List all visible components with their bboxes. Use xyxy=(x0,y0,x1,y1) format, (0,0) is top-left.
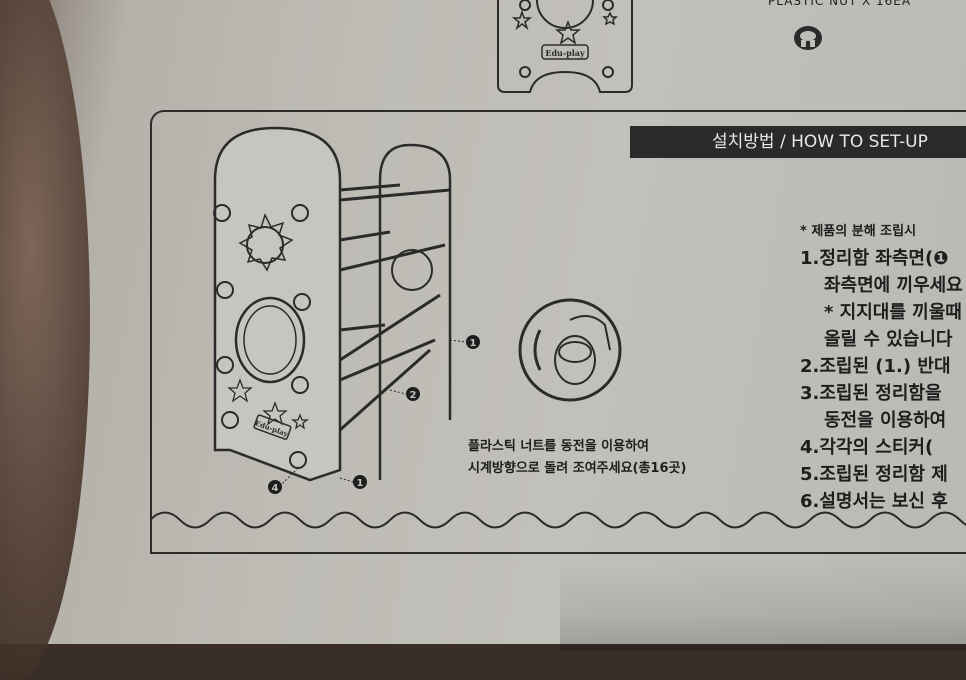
caption-line-1: 플라스틱 너트를 동전을 이용하여 xyxy=(468,439,650,454)
plastic-nut-icon xyxy=(790,20,826,60)
instruction-note: * 제품의 분해 조립시 xyxy=(800,224,917,239)
top-panel-illustration: Edu-play xyxy=(490,0,640,104)
instruction-sheet xyxy=(0,0,966,644)
setup-panel-border xyxy=(150,110,966,554)
top-brand-label: Edu-play xyxy=(545,48,585,58)
instruction-step-5: 5.조립된 정리함 제 xyxy=(800,464,948,485)
instruction-step-3-cont: 동전을 이용하여 xyxy=(824,410,947,431)
caption-line-2: 시계방향으로 돌려 조여주세요(총16곳) xyxy=(468,461,687,476)
paper-shadow xyxy=(560,560,966,650)
callout-1-top: 1 xyxy=(470,338,477,349)
section-title: 설치방법 / HOW TO SET-UP xyxy=(712,132,928,152)
nut-instruction-caption: 플라스틱 너트를 동전을 이용하여 시계방향으로 돌려 조여주세요(총16곳) xyxy=(468,436,686,480)
instruction-step-4: 4.각각의 스티커( xyxy=(800,437,934,458)
callout-4: 4 xyxy=(272,483,279,494)
instruction-step-1: 1.정리함 좌측면(❶ xyxy=(800,248,949,269)
wavy-cut-line xyxy=(150,511,966,529)
parts-list-text: PLASTIC NUT X 16EA xyxy=(768,0,912,8)
instruction-step-3: 3.조립된 정리함을 xyxy=(800,383,942,404)
instruction-step-1-cont: 좌측면에 끼우세요 xyxy=(824,275,963,296)
instruction-note-2-cont: 올릴 수 있습니다 xyxy=(824,329,953,350)
instruction-note-2: * 지지대를 끼울때 xyxy=(824,302,962,323)
callout-1-bottom: 1 xyxy=(357,478,364,489)
setup-instructions-list: * 제품의 분해 조립시 1.정리함 좌측면(❶ 좌측면에 끼우세요 * 지지대… xyxy=(800,218,966,515)
instruction-step-2: 2.조립된 (1.) 반대 xyxy=(800,356,951,377)
coin-tightening-illustration xyxy=(510,290,630,414)
instruction-step-6: 6.설명서는 보신 후 xyxy=(800,491,948,512)
section-title-bar: 설치방법 / HOW TO SET-UP xyxy=(630,126,966,158)
callout-2: 2 xyxy=(410,390,417,401)
assembly-diagram: Edu-play 1 2 1 4 xyxy=(200,120,490,504)
